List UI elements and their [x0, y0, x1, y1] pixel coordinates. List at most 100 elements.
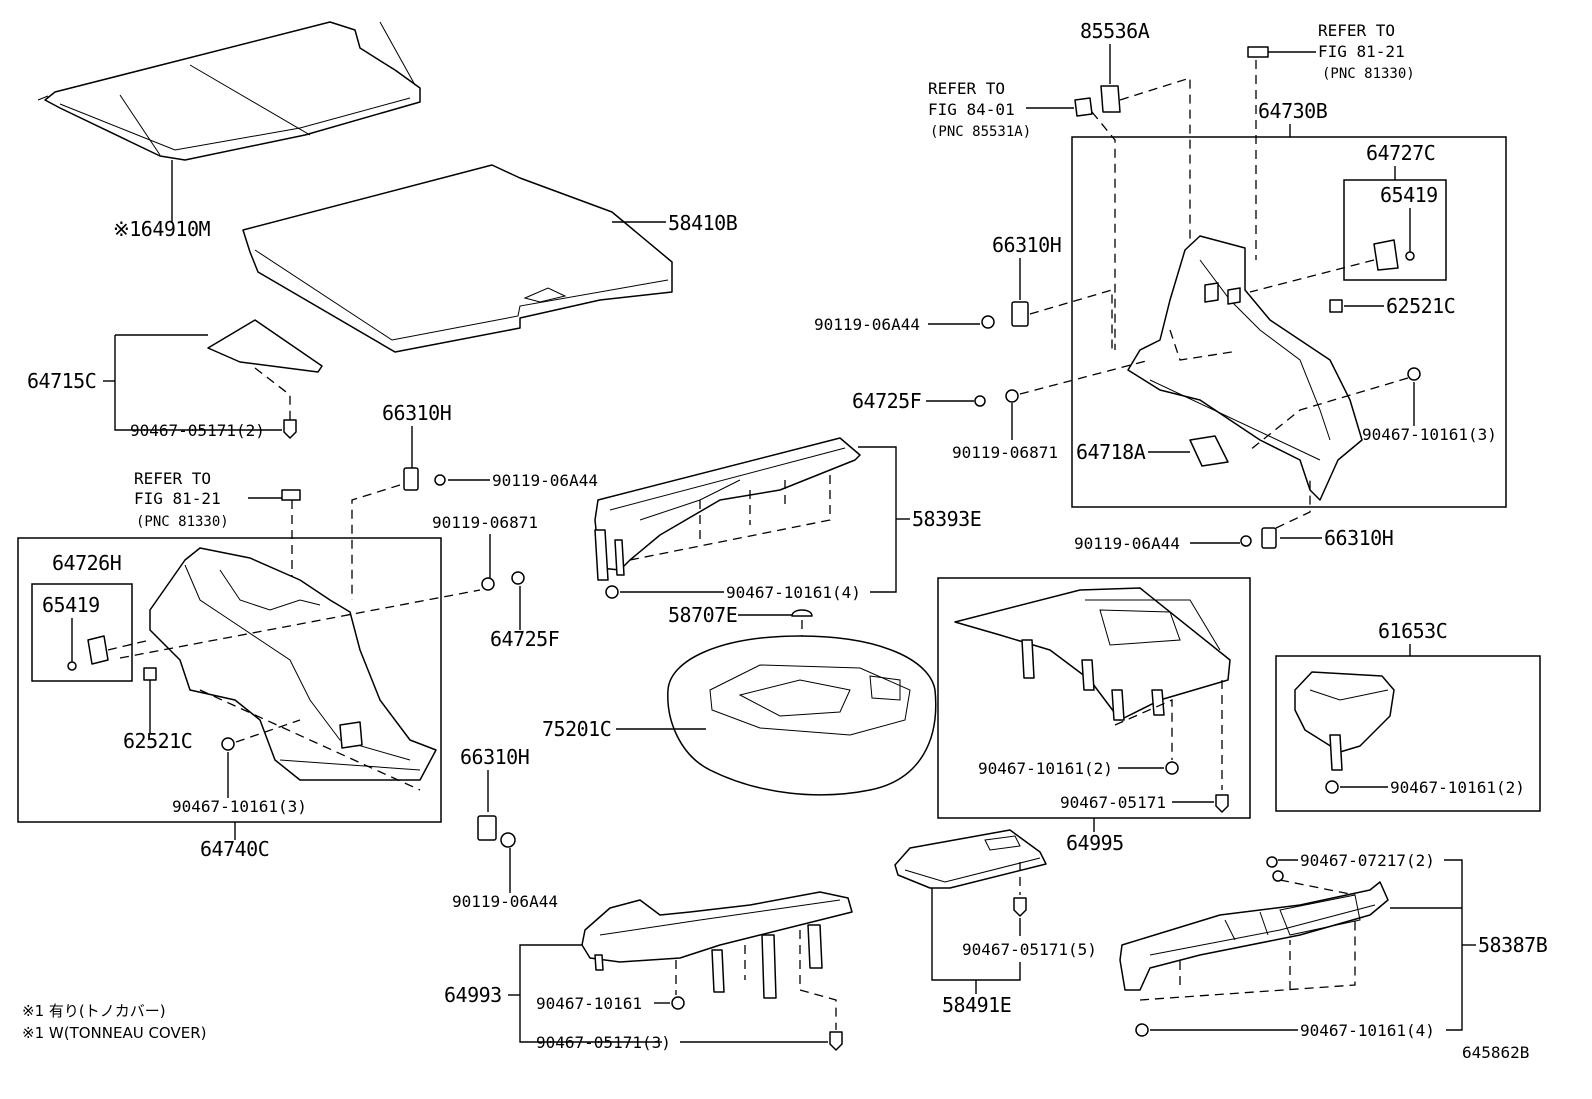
ref-84-line1: REFER TO [928, 79, 1005, 98]
part-label-64727C: 64727C [1366, 141, 1435, 165]
part-label-64995: 64995 [1066, 831, 1124, 855]
part-label-90119-06871-right: 90119-06871 [952, 443, 1058, 462]
part-label-62521C-left: 62521C [123, 729, 192, 753]
clip-90467-05171-3-icon [829, 1031, 843, 1051]
part-label-58707E: 58707E [668, 603, 737, 627]
ref-left-line2: FIG 81-21 [134, 489, 221, 508]
part-label-90467-10161-2b: 90467-10161(2) [1390, 778, 1525, 797]
clip-58707E-icon [791, 609, 813, 617]
spare-tire-tray-75201C-drawing [667, 635, 937, 796]
part-label-66310H-right: 66310H [992, 233, 1061, 257]
assembly-box-64740C [17, 537, 442, 823]
bracket-66310H-bot-icon [1261, 527, 1277, 549]
bezel-85536A-icon [1100, 85, 1121, 113]
ref-84-line3: (PNC 85531A) [930, 124, 1031, 140]
luggage-mat-drawing [242, 164, 673, 353]
assembly-box-64730B [1071, 136, 1507, 508]
assembly-box-61653C [1275, 655, 1541, 812]
part-label-75201C: 75201C [542, 717, 611, 741]
clip-62521C-right-icon [1329, 299, 1343, 313]
part-label-61653C: 61653C [1378, 619, 1447, 643]
screw-90119-06A44-low-icon [500, 832, 516, 848]
part-label-58393E: 58393E [912, 507, 981, 531]
part-label-66310H-bot: 66310H [1324, 526, 1393, 550]
part-label-64725F-mid: 64725F [490, 627, 559, 651]
ref-top-clip-icon [1247, 46, 1269, 58]
part-label-90119-06871-mid: 90119-06871 [432, 513, 538, 532]
box-61653C-drawing [1294, 671, 1395, 771]
ref-top-line3: (PNC 81330) [1322, 66, 1415, 82]
clip-62521C-left-icon [143, 667, 157, 681]
cover-58491E-drawing [894, 829, 1047, 889]
part-label-66310H-mid: 66310H [382, 401, 451, 425]
sub-box-64727C [1343, 179, 1447, 281]
part-label-90467-10161-3-left: 90467-10161(3) [172, 797, 307, 816]
sill-58387B-drawing [1119, 881, 1389, 991]
part-label-64993: 64993 [444, 983, 502, 1007]
part-label-58387B: 58387B [1478, 933, 1548, 957]
ref-left-clip-icon [281, 489, 301, 501]
ref-left-line3: (PNC 81330) [136, 514, 229, 530]
part-label-65419-left: 65419 [42, 593, 100, 617]
part-label-64715C: 64715C [27, 369, 96, 393]
clip-90467-07217-b-icon [1272, 870, 1284, 882]
clip-90467-10161-4b-icon [1135, 1023, 1149, 1037]
part-label-64718A: 64718A [1076, 440, 1146, 464]
clip-90467-10161-right-icon [1407, 367, 1421, 381]
bracket-66310H-right-icon [1011, 301, 1029, 327]
part-label-90467-10161-4b: 90467-10161(4) [1300, 1021, 1435, 1040]
part-label-90119-06A44-mid: 90119-06A44 [492, 471, 598, 490]
part-label-90467-05171-single: 90467-05171 [1060, 793, 1166, 812]
bracket-66310H-low-icon [477, 815, 497, 841]
quarter-trim-right-drawing [1127, 235, 1363, 501]
part-label-58410B: 58410B [668, 211, 738, 235]
holder-64727C-icon [1373, 239, 1399, 271]
sub-box-64726H [31, 583, 133, 682]
screw-90119-06871-right-icon [1005, 389, 1019, 403]
ref-84-line2: FIG 84-01 [928, 100, 1015, 119]
tray-64993-drawing [581, 891, 853, 999]
footnote-jp: ※1 有り(トノカバー) [22, 1002, 166, 1020]
part-label-85536A: 85536A [1080, 19, 1150, 43]
screw-90119-06A44-right-icon [981, 315, 995, 329]
screw-90119-06871-mid-icon [481, 577, 495, 591]
footnote-en: ※1 W(TONNEAU COVER) [22, 1024, 207, 1042]
clip-90467-10161-4-icon [605, 585, 619, 599]
part-label-66310H-low: 66310H [460, 745, 529, 769]
part-label-64725F-right: 64725F [852, 389, 921, 413]
clip-65419-left-icon [67, 661, 77, 671]
screw-90119-06A44-mid-icon [434, 474, 446, 486]
part-label-90467-10161-3-right: 90467-10161(3) [1362, 425, 1497, 444]
part-label-90119-06A44-bot: 90119-06A44 [1074, 534, 1180, 553]
clip-65419-right-icon [1405, 251, 1415, 261]
clip-64725F-mid-icon [511, 571, 525, 585]
clip-64725F-right-icon [974, 395, 986, 407]
ref-left-line1: REFER TO [134, 469, 211, 488]
part-label-90119-06A44-low: 90119-06A44 [452, 892, 558, 911]
figure-id: 645862B [1462, 1043, 1529, 1062]
clip-90467-05171-single-icon [1215, 794, 1229, 813]
cover-64718A-icon [1189, 435, 1229, 467]
screw-90119-06A44-bot-icon [1240, 535, 1252, 547]
clip-90467-10161-single-icon [671, 996, 685, 1010]
part-label-65419-right: 65419 [1380, 183, 1438, 207]
trim-64715C-drawing [103, 319, 323, 439]
part-label-90467-10161-4: 90467-10161(4) [726, 583, 861, 602]
clip-90467-10161-left-icon [221, 737, 235, 751]
holder-64726H-icon [87, 635, 109, 665]
part-label-90467-10161-single: 90467-10161 [536, 994, 642, 1013]
part-label-64730B: 64730B [1258, 99, 1328, 123]
socket-85531A-icon [1074, 97, 1093, 117]
part-label-90119-06A44-right: 90119-06A44 [814, 315, 920, 334]
clip-90467-07217-a-icon [1266, 856, 1278, 868]
bracket-66310H-mid-icon [403, 467, 419, 491]
part-label-90467-10161-2a: 90467-10161(2) [978, 759, 1113, 778]
part-label-90467-05171-3: 90467-05171(3) [536, 1033, 671, 1052]
part-label-90467-07217-2: 90467-07217(2) [1300, 851, 1435, 870]
clip-90467-10161-2a-icon [1165, 761, 1179, 775]
part-label-62521C-right: 62521C [1386, 294, 1455, 318]
ref-top-line2: FIG 81-21 [1318, 42, 1405, 61]
part-label-64910M: ※164910M [113, 217, 211, 241]
quarter-trim-left-drawing [149, 547, 437, 781]
